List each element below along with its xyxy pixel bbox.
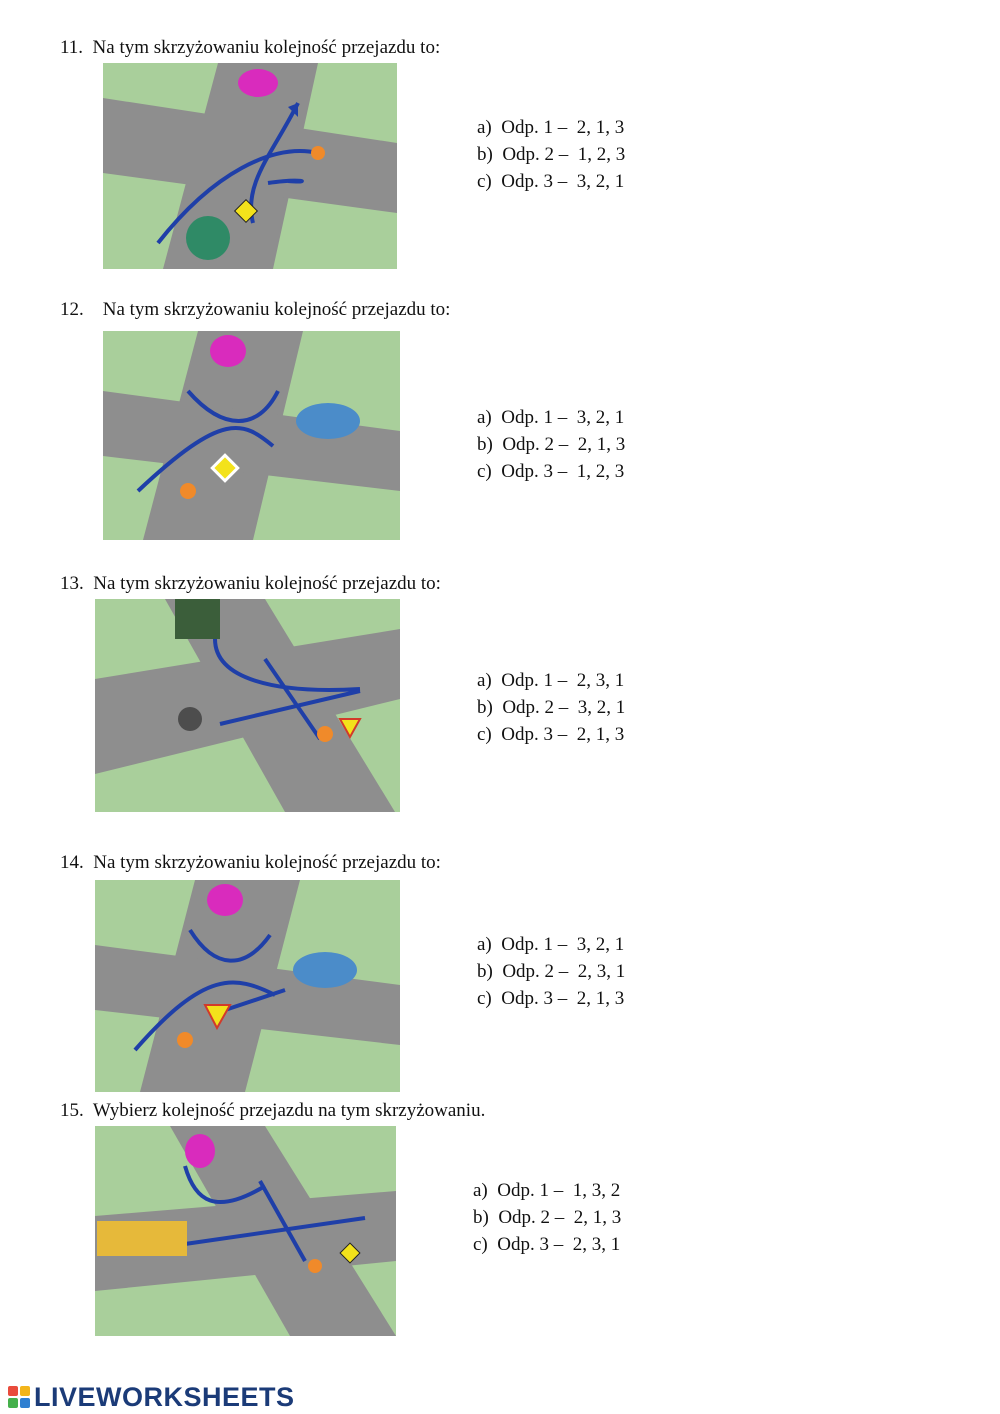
question-13-intersection-image <box>95 599 400 812</box>
answer-option-b[interactable]: b) Odp. 2 – 3, 2, 1 <box>477 697 626 718</box>
answer-option-a[interactable]: a) Odp. 1 – 3, 2, 1 <box>477 407 625 428</box>
question-12-answers: a) Odp. 1 – 3, 2, 1 b) Odp. 2 – 2, 1, 3 … <box>477 404 625 485</box>
question-12-intersection-image <box>103 331 400 540</box>
answer-option-c[interactable]: c) Odp. 3 – 1, 2, 3 <box>477 461 625 482</box>
answer-option-a[interactable]: a) Odp. 1 – 2, 3, 1 <box>477 670 625 691</box>
answer-option-a[interactable]: a) Odp. 1 – 3, 2, 1 <box>477 934 625 955</box>
answer-option-a[interactable]: a) Odp. 1 – 1, 3, 2 <box>473 1180 621 1201</box>
question-14-answers: a) Odp. 1 – 3, 2, 1 b) Odp. 2 – 2, 3, 1 … <box>477 931 625 1012</box>
intersection-illustration <box>95 599 400 812</box>
answer-option-b[interactable]: b) Odp. 2 – 1, 2, 3 <box>477 144 626 165</box>
intersection-illustration <box>103 331 400 540</box>
liveworksheets-logo[interactable]: LIVEWORKSHEETS <box>8 1380 295 1414</box>
question-11-intersection-image <box>103 63 397 269</box>
intersection-illustration <box>95 1126 396 1336</box>
question-13-answers: a) Odp. 1 – 2, 3, 1 b) Odp. 2 – 3, 2, 1 … <box>477 667 625 748</box>
question-14-title: 14. Na tym skrzyżowaniu kolejność przeja… <box>60 852 441 873</box>
answer-option-c[interactable]: c) Odp. 3 – 2, 3, 1 <box>473 1234 621 1255</box>
answer-option-c[interactable]: c) Odp. 3 – 2, 1, 3 <box>477 724 625 745</box>
question-14-intersection-image <box>95 880 400 1092</box>
question-12-title: 12. Na tym skrzyżowaniu kolejność przeja… <box>60 299 451 320</box>
question-15-intersection-image <box>95 1126 396 1336</box>
answer-option-b[interactable]: b) Odp. 2 – 2, 1, 3 <box>477 434 626 455</box>
question-15-title: 15. Wybierz kolejność przejazdu na tym s… <box>60 1100 486 1121</box>
question-15-answers: a) Odp. 1 – 1, 3, 2 b) Odp. 2 – 2, 1, 3 … <box>473 1177 621 1258</box>
question-13-title: 13. Na tym skrzyżowaniu kolejność przeja… <box>60 573 441 594</box>
answer-option-c[interactable]: c) Odp. 3 – 3, 2, 1 <box>477 171 625 192</box>
question-11-title: 11. Na tym skrzyżowaniu kolejność przeja… <box>60 37 441 58</box>
answer-option-b[interactable]: b) Odp. 2 – 2, 1, 3 <box>473 1207 622 1228</box>
answer-option-a[interactable]: a) Odp. 1 – 2, 1, 3 <box>477 117 625 138</box>
logo-blocks-icon <box>8 1386 30 1408</box>
brand-name: LIVEWORKSHEETS <box>34 1381 295 1412</box>
answer-option-c[interactable]: c) Odp. 3 – 2, 1, 3 <box>477 988 625 1009</box>
answer-option-b[interactable]: b) Odp. 2 – 2, 3, 1 <box>477 961 626 982</box>
intersection-illustration <box>103 63 397 269</box>
intersection-illustration <box>95 880 400 1092</box>
question-11-answers: a) Odp. 1 – 2, 1, 3 b) Odp. 2 – 1, 2, 3 … <box>477 114 625 195</box>
